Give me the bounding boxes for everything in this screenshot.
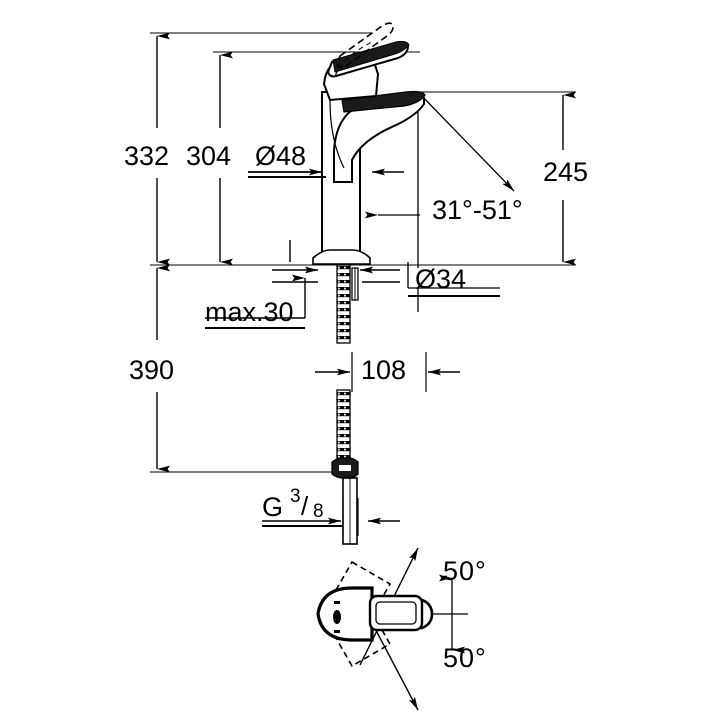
thread-label-underline <box>262 525 342 527</box>
label-tail-offset: 108 <box>361 355 407 385</box>
thread-denominator: 8 <box>313 501 324 522</box>
vertical-dimension-lines <box>156 32 576 473</box>
label-spout-diameter: Ø48 <box>255 141 307 171</box>
thread-numerator: 3 <box>290 486 301 507</box>
thread-prefix: G <box>262 492 284 522</box>
mounting-hole-leader <box>407 262 500 312</box>
label-total-height: 332 <box>124 141 170 171</box>
fraction-slash-icon: / <box>301 491 309 521</box>
label-elevation-swivel-range: 31°-51° <box>432 195 523 225</box>
elevation-swivel-leader <box>365 91 515 268</box>
mounting-hole-label-underline <box>408 295 500 297</box>
label-connection-thread: G 3 / 8 <box>262 486 326 524</box>
tail-offset-extension <box>351 352 427 392</box>
faucet-elevation <box>312 22 426 545</box>
label-plan-swivel-left: 50° <box>443 556 487 586</box>
label-spout-height: 304 <box>186 141 232 171</box>
faucet-plan-view <box>316 547 468 711</box>
thread-fraction: 3 / 8 <box>288 486 326 524</box>
deck-thickness-leader <box>205 240 400 319</box>
label-max-deck-thickness: max.30 <box>205 297 294 327</box>
label-reach: 245 <box>543 157 589 187</box>
max-deck-label-underline <box>205 327 305 329</box>
label-mounting-hole-diameter: Ø34 <box>415 264 467 294</box>
label-shank-length: 390 <box>129 355 175 385</box>
label-plan-swivel-right: 50° <box>443 643 487 673</box>
spout-diameter-label-underline <box>248 176 326 178</box>
